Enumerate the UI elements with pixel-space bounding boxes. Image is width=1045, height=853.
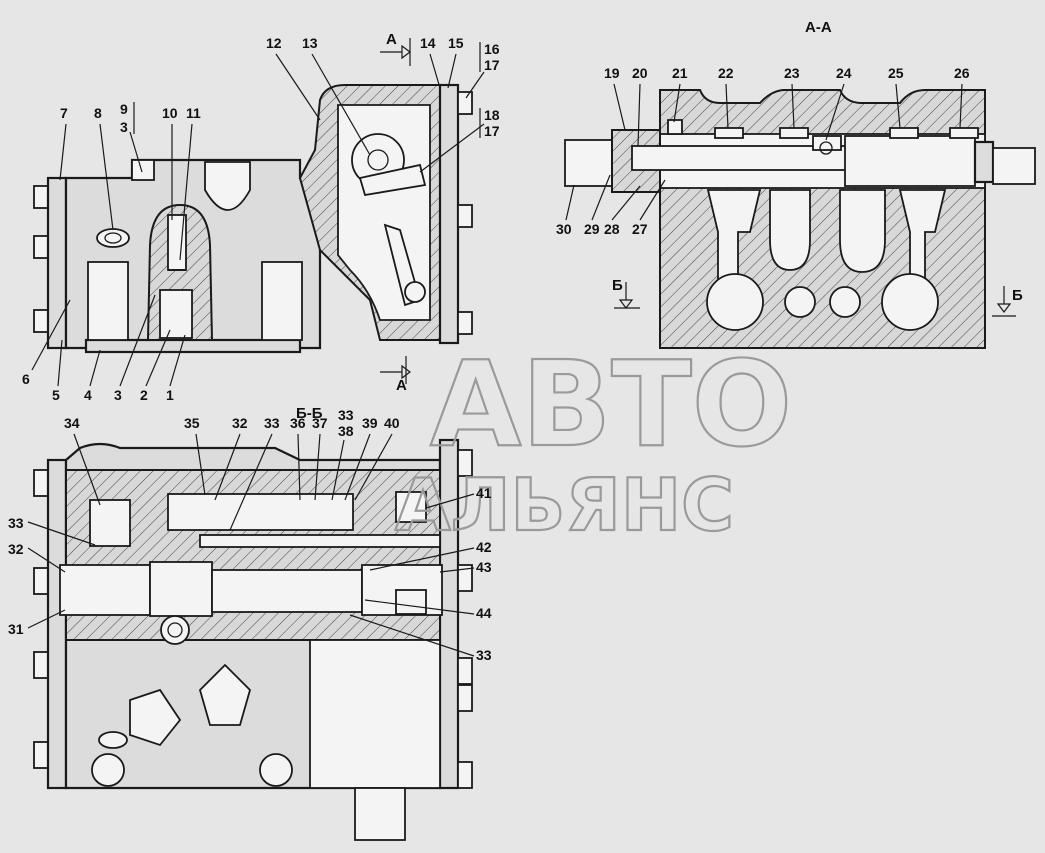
section-mark-b-right: Б [1012, 287, 1023, 304]
callout-24: 24 [836, 65, 852, 81]
callout-29: 29 [584, 221, 600, 237]
callout-38: 38 [338, 423, 354, 439]
callout-15: 15 [448, 35, 464, 51]
callout-33-top: 33 [264, 415, 280, 431]
callout-32-left: 32 [8, 541, 24, 557]
callout-33-left: 33 [8, 515, 24, 531]
callouts-bb: 34 33 32 31 35 32 33 36 37 33 38 39 40 4… [8, 407, 492, 663]
callout-3-top: 3 [120, 119, 128, 135]
callout-30: 30 [556, 221, 572, 237]
callout-10: 10 [162, 105, 178, 121]
callout-27: 27 [632, 221, 648, 237]
front-view [33, 83, 473, 354]
callout-18: 18 [484, 107, 500, 123]
watermark-line2: АЛЬЯНС [395, 463, 734, 547]
callout-37: 37 [312, 415, 328, 431]
callout-4: 4 [84, 387, 92, 403]
callout-11: 11 [186, 105, 201, 121]
callout-14: 14 [420, 35, 436, 51]
callout-26: 26 [954, 65, 970, 81]
callout-3: 3 [114, 387, 122, 403]
section-title-aa: А-А [805, 19, 832, 36]
callout-7: 7 [60, 105, 68, 121]
callouts-front: 1 2 3 4 5 6 7 8 9 3 10 11 12 13 14 15 16… [22, 35, 500, 403]
callout-6: 6 [22, 371, 30, 387]
callout-21: 21 [672, 65, 688, 81]
callout-31: 31 [8, 621, 24, 637]
callout-2: 2 [140, 387, 148, 403]
watermark-line1: АВТО [430, 335, 792, 473]
callout-16: 16 [484, 41, 500, 57]
callout-40: 40 [384, 415, 400, 431]
section-mark-a-bottom: А [396, 377, 407, 394]
callout-17: 17 [484, 57, 500, 73]
section-bb [33, 438, 473, 841]
section-mark-b-left: Б [612, 277, 623, 294]
callout-23: 23 [784, 65, 800, 81]
callout-25: 25 [888, 65, 904, 81]
callout-33-mid: 33 [338, 407, 354, 423]
callout-5: 5 [52, 387, 60, 403]
callout-19: 19 [604, 65, 620, 81]
callout-36: 36 [290, 415, 306, 431]
callout-8: 8 [94, 105, 102, 121]
callout-13: 13 [302, 35, 318, 51]
callout-33-bottom: 33 [476, 647, 492, 663]
section-aa [564, 89, 1036, 349]
callout-9: 9 [120, 101, 128, 117]
callouts-aa: 19 20 21 22 23 24 25 26 27 28 29 30 [556, 65, 970, 237]
callout-12: 12 [266, 35, 282, 51]
callout-35: 35 [184, 415, 200, 431]
callout-42: 42 [476, 539, 492, 555]
watermark: АВТО АЛЬЯНС [394, 334, 793, 548]
callout-20: 20 [632, 65, 648, 81]
section-mark-a-top: А [386, 31, 397, 48]
callout-1: 1 [166, 387, 174, 403]
callout-43: 43 [476, 559, 492, 575]
callout-32-top: 32 [232, 415, 248, 431]
callout-22: 22 [718, 65, 734, 81]
callout-34: 34 [64, 415, 80, 431]
callout-28: 28 [604, 221, 620, 237]
callout-44: 44 [476, 605, 492, 621]
callout-39: 39 [362, 415, 378, 431]
section-title-bb: Б-Б [296, 405, 323, 422]
callout-41: 41 [476, 485, 492, 501]
callout-17-lower: 17 [484, 123, 500, 139]
